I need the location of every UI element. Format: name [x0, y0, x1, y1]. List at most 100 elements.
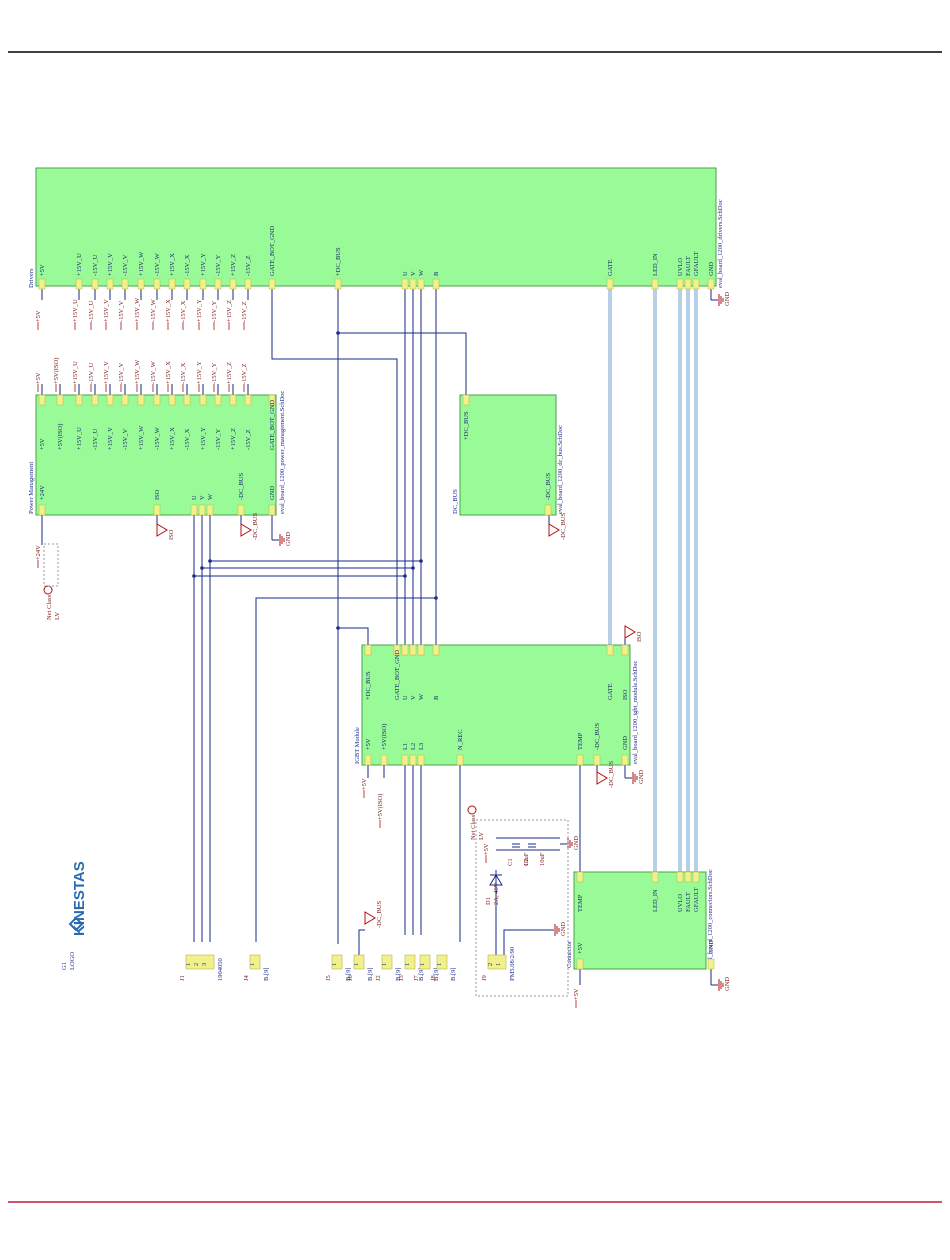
power-ports: GNDGNDGNDGNDISOISO-DC_BUS-DC_BUS-DC_BUS-… — [156, 292, 731, 991]
kinestas-logo-icon — [68, 916, 84, 932]
gnd-label: GND — [724, 977, 731, 991]
net-label: +15V_X — [165, 361, 172, 384]
sheet-entry — [268, 504, 276, 516]
capacitor-ref: C2 — [523, 858, 530, 866]
connector-pin-number: 2 — [193, 963, 200, 966]
power-pin-label: -DC_BUS — [238, 473, 245, 500]
sheet-entry — [198, 504, 206, 516]
igbt-pin-label: GATE — [607, 683, 614, 700]
junction-dot — [419, 559, 423, 563]
sheet-entry — [621, 644, 629, 656]
connector-pin-label: UVLO — [677, 894, 684, 912]
connector-value: B.[9] — [345, 967, 352, 981]
port-label: ISO — [636, 631, 643, 642]
sheet-name-igbt: IGBT Module — [354, 727, 361, 764]
drivers-pin-label: B — [433, 271, 440, 276]
sheet-dcbus — [459, 394, 557, 516]
power-pin-label: -15V_W — [154, 426, 161, 450]
connector-pin-label: LED_IN — [652, 889, 659, 912]
connector-pin-number: 1 — [331, 963, 338, 966]
drivers-pin-label: V — [410, 271, 417, 276]
power-pin-label: +15V_U — [76, 427, 83, 450]
bus-lines — [608, 287, 698, 874]
port-arrow-icon — [624, 625, 636, 639]
sheet-drivers — [35, 167, 717, 287]
drivers-pin-label: -15V_W — [154, 252, 161, 276]
connector-j8 — [436, 954, 448, 970]
connector-value: B.[9] — [263, 967, 270, 981]
sheet-file-drivers: eval_board_1200_drivers.SchDoc — [717, 199, 724, 288]
connector-pin-label: GND — [708, 940, 715, 954]
igbt-pin-label: U — [402, 695, 409, 700]
sheet-entry — [401, 754, 409, 766]
net-label: +5V(ISO) — [377, 794, 384, 820]
sheet-entry — [229, 394, 237, 406]
net-label: -15V_W — [150, 298, 157, 322]
connector-ref: J7 — [413, 974, 420, 981]
connector-pin-number: 1 — [185, 963, 192, 966]
drivers-pin-label: FAULT — [685, 256, 692, 276]
sheet-entry — [576, 754, 584, 766]
net-label: -15V_Y — [211, 300, 218, 322]
net-label: +5V(ISO) — [53, 358, 60, 384]
sheet-entry — [168, 394, 176, 406]
igbt-pin-label: +DC_BUS — [365, 671, 372, 700]
power-pin-label: GATE_BOT_GND — [269, 400, 276, 450]
wire — [255, 597, 436, 942]
capacitor-value: 10uF — [539, 852, 546, 866]
connector-value: B.[9] — [367, 967, 374, 981]
igbt-pin-label: +5V — [365, 738, 372, 750]
connector-pin-label: GFAULT — [693, 887, 700, 912]
net-label: +15V_Z — [226, 300, 233, 322]
power-pin-label: +15V_W — [138, 425, 145, 450]
wire — [209, 515, 421, 562]
logo-value: LOGO — [69, 952, 76, 970]
igbt-pin-label: L1 — [402, 743, 409, 750]
connector-pin-number: 1 — [419, 963, 426, 966]
drivers-pin-label: -15V_X — [184, 254, 191, 276]
sheet-entry — [153, 278, 161, 290]
net-label: +15V_X — [165, 299, 172, 322]
net-label: +15V_Y — [196, 299, 203, 322]
net-label: -15V_W — [150, 360, 157, 384]
net-label: -15V_U — [88, 362, 95, 384]
connector-j9 — [487, 954, 507, 970]
power-pin-label: -15V_Z — [245, 429, 252, 450]
drivers-pin-label: GATE — [607, 259, 614, 276]
sheet-entry — [432, 278, 440, 290]
sheet-entry — [684, 871, 692, 883]
capacitor-ref: C1 — [507, 858, 514, 866]
sheet-entry — [206, 504, 214, 516]
connector-value: 1904050 — [217, 958, 224, 981]
sheet-entry — [168, 278, 176, 290]
power-pin-label: ISO — [154, 489, 161, 500]
sheet-name-connector: Connector — [566, 940, 573, 968]
connector-pin-label: TEMP — [577, 894, 584, 912]
net-label: -15V_Z — [241, 363, 248, 384]
igbt-pin-label: GATE_BOT_GND — [394, 650, 401, 700]
gnd-label: GND — [638, 770, 645, 784]
logo-ref: G1 — [61, 962, 68, 970]
sheet-entry — [364, 754, 372, 766]
wire — [358, 929, 365, 955]
dcbus-pin-label: -DC_BUS — [545, 473, 552, 500]
sheet-file-power: eval_board_1200_power_management.SchDoc — [279, 391, 286, 514]
connector-pin-number: 3 — [201, 963, 208, 966]
power-pin-label: GND — [269, 486, 276, 500]
sheet-entry — [456, 754, 464, 766]
drivers-pin-label: +15V_U — [76, 253, 83, 276]
sheet-entry — [544, 504, 552, 516]
net-class-icon — [43, 585, 53, 595]
port-arrow-icon — [548, 523, 560, 537]
port-arrow-icon — [596, 771, 608, 785]
sheet-entry — [606, 278, 614, 290]
net-labels: +5V+15V_U-15V_U+15V_V-15V_V+15V_W-15V_W+… — [35, 297, 580, 1008]
net-label: +5V — [35, 372, 42, 384]
drivers-pin-label: +5V — [39, 264, 46, 276]
sheet-entry — [268, 278, 276, 290]
connector-pin-number: 1 — [495, 963, 502, 966]
connector-pin-label: FAULT — [685, 892, 692, 912]
